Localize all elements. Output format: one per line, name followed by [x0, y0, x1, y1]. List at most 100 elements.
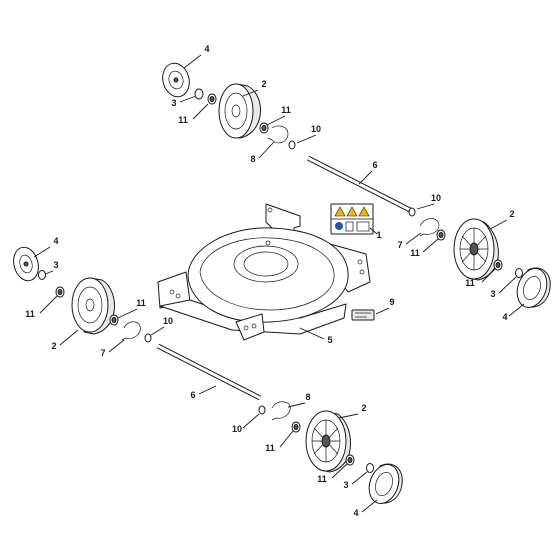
wheel-left — [71, 277, 115, 335]
callout-c12: 7 — [397, 232, 422, 250]
callout-c16: 4 — [502, 303, 525, 322]
callout-c07: 8 — [250, 141, 275, 164]
wheel-top — [218, 83, 261, 139]
callout-c30: 11 — [265, 430, 294, 453]
callout-number: 4 — [53, 236, 58, 246]
leader-line — [59, 329, 79, 346]
callout-c23: 10 — [150, 316, 173, 336]
callout-number: 6 — [372, 160, 377, 170]
callout-c14: 11 — [465, 268, 496, 288]
leader-line — [287, 402, 306, 408]
leader-line — [358, 170, 373, 185]
callout-number: 3 — [490, 289, 495, 299]
callout-c09: 10 — [416, 193, 441, 210]
leader-line — [242, 413, 260, 429]
nut-right — [515, 268, 523, 278]
callout-number: 2 — [361, 403, 366, 413]
leader-line — [33, 246, 51, 258]
nut-top — [194, 88, 204, 100]
leader-line — [198, 385, 217, 395]
callout-number: 11 — [136, 298, 146, 308]
nut-left — [38, 270, 46, 280]
bushing-bottom-outer — [345, 454, 355, 466]
warning-label-set — [330, 203, 374, 235]
callout-number: 4 — [204, 44, 209, 54]
leader-line — [279, 430, 294, 448]
bushing-top-right — [259, 122, 269, 134]
callout-number: 11 — [465, 278, 475, 288]
leader-line — [183, 54, 202, 69]
callout-number: 11 — [178, 115, 188, 125]
callout-number: 10 — [311, 124, 321, 134]
front-axle — [156, 343, 262, 401]
callout-number: 4 — [502, 312, 507, 322]
leader-line — [39, 295, 58, 314]
callout-number: 3 — [53, 260, 58, 270]
leader-line — [481, 268, 496, 283]
callout-number: 5 — [327, 335, 332, 345]
callout-number: 11 — [265, 443, 275, 453]
leader-line — [369, 227, 378, 235]
decal — [351, 309, 375, 321]
callout-c02: 3 — [171, 95, 197, 108]
leader-line — [242, 89, 259, 97]
callout-c21: 11 — [117, 298, 146, 319]
callout-c04: 2 — [242, 79, 267, 97]
callout-c05: 11 — [266, 105, 291, 126]
callout-number: 4 — [353, 508, 358, 518]
leader-line — [258, 141, 275, 159]
leader-line — [351, 471, 368, 485]
callout-c33: 4 — [353, 499, 378, 518]
bushing-right-inner — [436, 229, 446, 241]
mower-deck-housing — [157, 203, 371, 341]
callout-number: 8 — [250, 154, 255, 164]
callout-number: 10 — [232, 424, 242, 434]
callout-c22: 2 — [51, 329, 79, 351]
callout-c31: 11 — [317, 463, 348, 484]
callout-c03: 11 — [178, 103, 209, 125]
callout-c13: 11 — [410, 238, 439, 258]
hub-cap-right — [516, 267, 551, 308]
callout-number: 2 — [261, 79, 266, 89]
leader-line — [179, 95, 197, 103]
clip-left — [121, 321, 141, 341]
leader-line — [44, 270, 54, 275]
callout-c19: 3 — [44, 260, 59, 275]
washer-top — [288, 140, 296, 150]
washer-bottom — [258, 405, 266, 415]
callout-c06: 10 — [296, 124, 321, 144]
leader-line — [508, 303, 525, 317]
leader-line — [416, 203, 435, 210]
leader-line — [299, 327, 325, 340]
callout-c26: 6 — [190, 385, 217, 400]
callout-number: 11 — [281, 105, 291, 115]
hub-cap-left — [13, 246, 39, 282]
bushing-left-inner — [109, 314, 119, 326]
callout-c10: 2 — [489, 209, 515, 230]
leader-line — [266, 115, 286, 126]
callout-c11: 1 — [369, 227, 382, 240]
callout-c24: 7 — [100, 339, 125, 358]
hub-cap-top — [162, 62, 190, 98]
leader-line — [117, 308, 138, 319]
leader-line — [498, 276, 517, 294]
callout-c27: 8 — [287, 392, 311, 408]
leader-line — [375, 307, 390, 315]
callout-number: 7 — [397, 240, 402, 250]
leader-line — [489, 219, 508, 230]
callout-c29: 2 — [338, 403, 367, 419]
callout-number: 3 — [171, 98, 176, 108]
callout-number: 11 — [25, 309, 35, 319]
callout-number: 2 — [51, 341, 56, 351]
bushing-bottom-inner — [291, 421, 301, 433]
clip-bottom — [271, 401, 291, 421]
callout-c08: 6 — [358, 160, 378, 185]
hub-cap-bottom — [368, 463, 403, 504]
clip-right — [419, 218, 440, 237]
callout-number: 6 — [190, 390, 195, 400]
nut-bottom — [366, 463, 374, 473]
callout-number: 11 — [317, 474, 327, 484]
leader-line — [331, 463, 348, 479]
